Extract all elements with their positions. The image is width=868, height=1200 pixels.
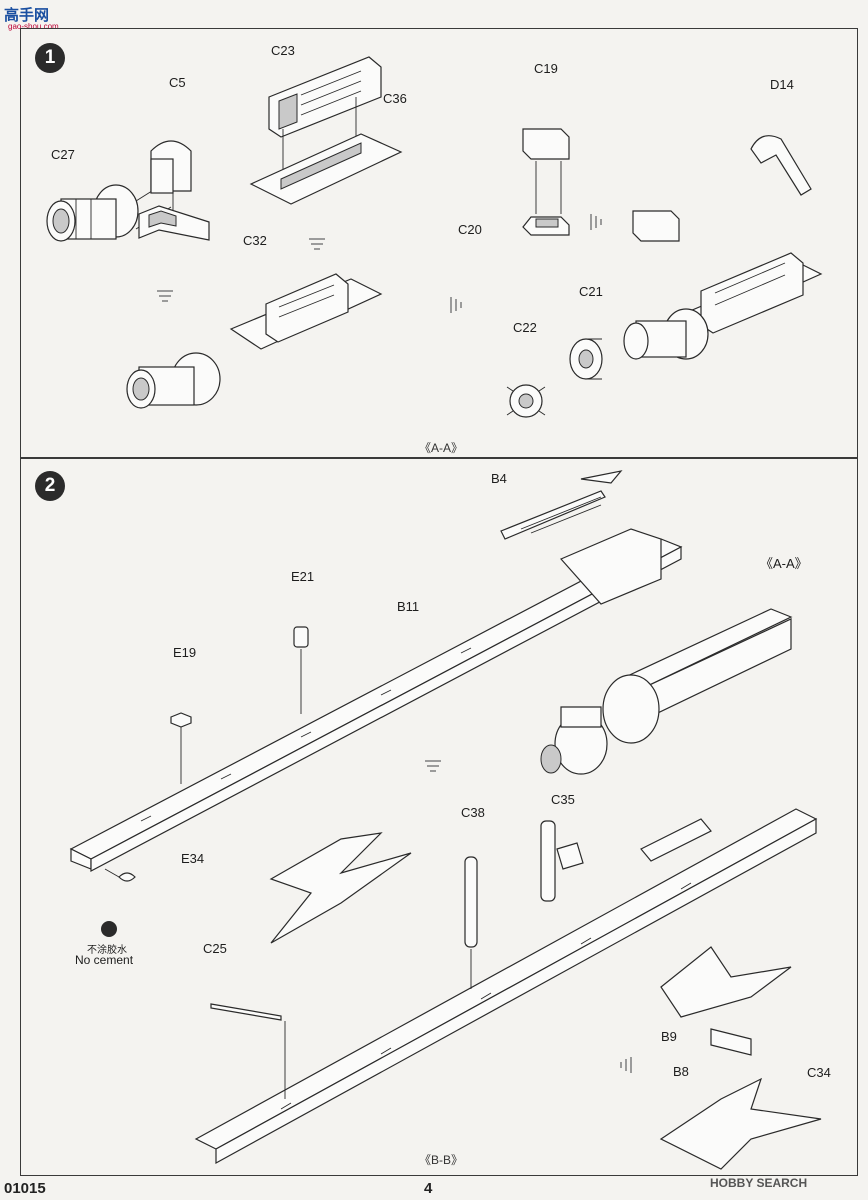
part-c19-placed [632, 210, 680, 242]
brand-watermark: HOBBY SEARCH [710, 1176, 807, 1190]
page-number: 4 [424, 1180, 433, 1197]
label-c20: C20 [458, 222, 482, 237]
part-c25 [210, 1003, 286, 1099]
label-c21: C21 [579, 284, 603, 299]
part-c5 [150, 140, 192, 221]
part-c34 [710, 1028, 752, 1056]
part-c19 [522, 128, 570, 214]
no-cement-en: No cement [75, 953, 134, 967]
label-c19: C19 [534, 61, 558, 76]
label-b9: B9 [661, 1029, 677, 1044]
label-c23: C23 [271, 43, 295, 58]
step-2-panel: 2 [20, 458, 858, 1176]
step-2-drawing [69, 470, 822, 1170]
flow-arrow-right-2 [590, 214, 602, 230]
label-b8: B8 [673, 1064, 689, 1079]
part-c22 [506, 384, 546, 418]
site-logo: 高手网 [4, 4, 49, 25]
flow-arrow-left-1 [620, 1057, 632, 1073]
part-b8 [659, 1077, 822, 1170]
assembly-1b [623, 252, 823, 360]
part-frame-lower [194, 808, 818, 1165]
flow-arrow-down-1 [309, 238, 325, 250]
label-e34: E34 [181, 851, 205, 866]
step-1-panel: 1 [20, 28, 858, 458]
part-e19 [170, 712, 192, 784]
label-d14: D14 [770, 77, 794, 92]
label-c5: C5 [169, 75, 186, 90]
part-c36 [249, 133, 403, 205]
section-label-aa: 《A-A》 [419, 441, 464, 455]
part-e34 [104, 868, 136, 882]
label-c22: C22 [513, 320, 537, 335]
part-c21 [569, 338, 603, 380]
label-b4: B4 [491, 471, 507, 486]
part-c38 [464, 856, 478, 989]
label-c25: C25 [203, 941, 227, 956]
part-b-plate-left [269, 832, 412, 944]
label-ref-aa: 《A-A》 [760, 556, 808, 571]
part-c27 [46, 178, 172, 242]
part-d14 [750, 135, 812, 196]
step-2-number: 2 [35, 471, 65, 501]
logo-subtitle: gao-shou.com [8, 22, 59, 31]
logo-text: 高手网 [4, 7, 50, 24]
part-b9 [660, 946, 792, 1018]
label-e21: E21 [291, 569, 315, 584]
flow-arrow-right-1 [450, 297, 462, 313]
label-b11: B11 [397, 599, 420, 614]
assembly-1a [126, 273, 383, 409]
label-c35: C35 [551, 792, 575, 807]
step-1-drawing [46, 56, 823, 418]
part-b11-frame-upper [69, 528, 683, 872]
no-cement-icon [101, 921, 117, 937]
part-c20 [522, 216, 570, 236]
flow-arrow-down-2 [157, 290, 173, 302]
no-cement-cn: 不涂胶水 [87, 945, 127, 956]
section-label-bb: 《B-B》 [419, 1153, 464, 1167]
assembly-aa-placed [540, 608, 793, 775]
label-e19: E19 [173, 645, 197, 660]
part-c32 [138, 205, 210, 241]
part-e21 [293, 626, 309, 714]
label-c32: C32 [243, 233, 267, 248]
label-c38: C38 [461, 805, 485, 820]
label-c27: C27 [51, 147, 75, 162]
brand-text: HOBBY SEARCH [710, 1176, 808, 1190]
flow-arrow-down-3 [425, 760, 441, 772]
part-b4 [500, 470, 623, 540]
part-c35 [540, 820, 584, 902]
step-1-number: 1 [35, 43, 65, 73]
product-code: 01015 [4, 1180, 46, 1197]
label-c34: C34 [807, 1065, 831, 1080]
label-c36: C36 [383, 91, 407, 106]
